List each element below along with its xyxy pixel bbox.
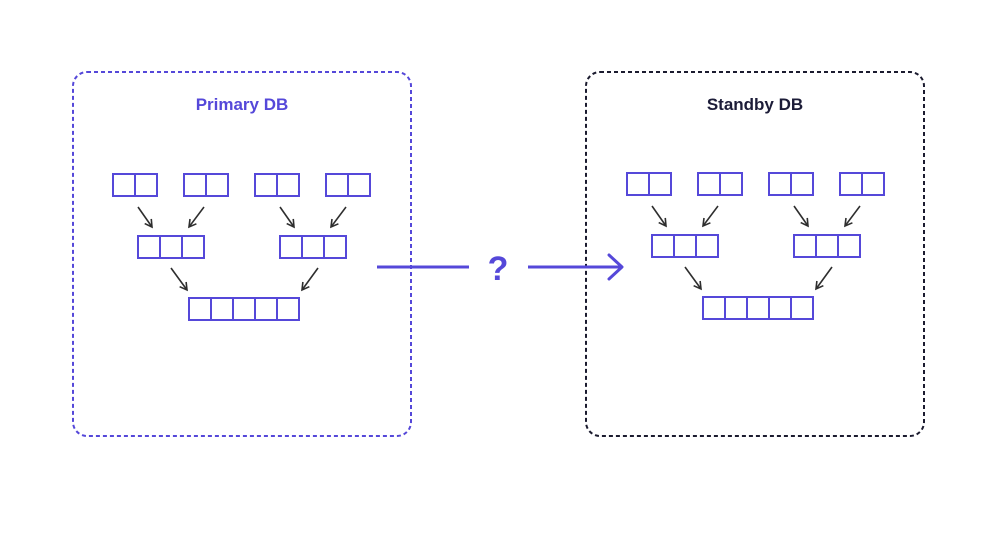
node-cell bbox=[112, 173, 136, 197]
node-cell bbox=[254, 297, 278, 321]
root-node bbox=[188, 297, 300, 321]
node-cell bbox=[323, 235, 347, 259]
standby-db-panel: Standby DB bbox=[585, 71, 925, 437]
merge-arrow-icon bbox=[330, 206, 347, 229]
node-cell bbox=[181, 235, 205, 259]
merge-arrow-icon bbox=[793, 205, 809, 228]
node-cell bbox=[626, 172, 650, 196]
node-cell bbox=[837, 234, 861, 258]
leaf-node bbox=[254, 173, 300, 197]
node-cell bbox=[188, 297, 212, 321]
replication-question-mark: ? bbox=[488, 250, 509, 288]
node-cell bbox=[205, 173, 229, 197]
node-cell bbox=[134, 173, 158, 197]
node-cell bbox=[793, 234, 817, 258]
node-cell bbox=[254, 173, 278, 197]
merge-arrow-icon bbox=[188, 206, 205, 229]
node-cell bbox=[861, 172, 885, 196]
leaf-node bbox=[112, 173, 158, 197]
node-cell bbox=[279, 235, 303, 259]
node-cell bbox=[695, 234, 719, 258]
node-cell bbox=[347, 173, 371, 197]
standby-db-title: Standby DB bbox=[707, 95, 803, 114]
merge-arrow-icon bbox=[815, 266, 833, 291]
node-cell bbox=[301, 235, 325, 259]
middle-node bbox=[793, 234, 861, 258]
primary-db-title: Primary DB bbox=[196, 95, 289, 114]
node-cell bbox=[697, 172, 721, 196]
merge-arrow-icon bbox=[279, 206, 295, 229]
node-cell bbox=[276, 297, 300, 321]
node-cell bbox=[702, 296, 726, 320]
merge-arrow-icon bbox=[651, 205, 667, 228]
middle-node bbox=[651, 234, 719, 258]
standby-db-panel-border bbox=[585, 71, 925, 437]
node-cell bbox=[183, 173, 207, 197]
node-cell bbox=[276, 173, 300, 197]
node-cell bbox=[839, 172, 863, 196]
root-node bbox=[702, 296, 814, 320]
leaf-node bbox=[325, 173, 371, 197]
middle-node bbox=[279, 235, 347, 259]
leaf-node bbox=[697, 172, 743, 196]
merge-arrow-icon bbox=[137, 206, 153, 229]
node-cell bbox=[768, 172, 792, 196]
connector-arrowhead-icon bbox=[607, 253, 624, 281]
node-cell bbox=[137, 235, 161, 259]
primary-db-panel: Primary DB bbox=[72, 71, 412, 437]
leaf-node bbox=[626, 172, 672, 196]
node-cell bbox=[790, 296, 814, 320]
node-cell bbox=[768, 296, 792, 320]
node-cell bbox=[815, 234, 839, 258]
node-cell bbox=[651, 234, 675, 258]
node-cell bbox=[325, 173, 349, 197]
standby-db-tree bbox=[626, 172, 885, 320]
node-cell bbox=[673, 234, 697, 258]
node-cell bbox=[724, 296, 748, 320]
leaf-node bbox=[183, 173, 229, 197]
node-cell bbox=[746, 296, 770, 320]
node-cell bbox=[159, 235, 183, 259]
leaf-node bbox=[839, 172, 885, 196]
node-cell bbox=[232, 297, 256, 321]
node-cell bbox=[648, 172, 672, 196]
merge-arrow-icon bbox=[684, 266, 702, 291]
merge-arrow-icon bbox=[170, 267, 188, 292]
node-cell bbox=[210, 297, 234, 321]
merge-arrow-icon bbox=[702, 205, 719, 228]
replication-connector: ? bbox=[377, 250, 624, 288]
primary-db-tree bbox=[112, 173, 371, 321]
merge-arrow-icon bbox=[844, 205, 861, 228]
merge-arrow-icon bbox=[301, 267, 319, 292]
leaf-node bbox=[768, 172, 814, 196]
node-cell bbox=[719, 172, 743, 196]
middle-node bbox=[137, 235, 205, 259]
node-cell bbox=[790, 172, 814, 196]
primary-db-panel-border bbox=[72, 71, 412, 437]
